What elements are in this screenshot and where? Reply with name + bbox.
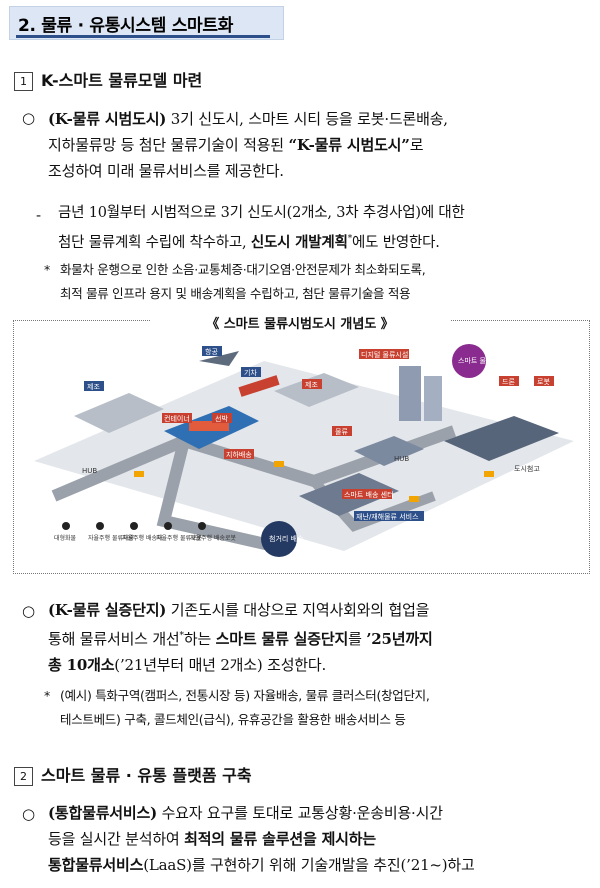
airplane-icon (199, 351, 239, 366)
note-logistics: 화물차 운행으로 인한 소음·교통체증·대기오염·안전문제가 최소화되도록, 최… (60, 258, 426, 306)
label-airport: 항공 (205, 347, 218, 356)
paragraph-k-logistics-complex: (K-물류 실증단지) 기존도시를 대상으로 지역사회와의 협업을 통해 물류서… (48, 597, 433, 678)
lead-k-complex: (K-물류 실증단지) (48, 601, 167, 619)
section2-number: 2 (14, 767, 33, 786)
truck (134, 471, 144, 477)
emph-year: ’25년까지 (366, 630, 433, 648)
section1-heading: 1 K-스마트 물류모델 마련 (14, 67, 202, 91)
section-title-box (9, 6, 284, 40)
smart-logistics-badge (452, 344, 486, 378)
label-digital-facility: 디지털 물류시설 (361, 350, 408, 359)
section-title: 2. 물류 · 유통시스템 스마트화 (18, 16, 234, 36)
text-line: 통해 물류서비스 개선 (48, 630, 180, 648)
label-city-warehouse: 도시첨고 (514, 465, 540, 473)
bullet-dash: - (36, 206, 42, 224)
text-line: 기존도시를 대상으로 지역사회와의 협업을 (166, 601, 430, 619)
freight-train (238, 375, 280, 397)
label-smart-logistics: 스마트 물류 (458, 356, 493, 365)
label-last-mile: 첨거리 배송 (269, 534, 304, 543)
legend-item: 자율주행 배송차 (122, 534, 163, 542)
smart-logistics-city-illustration: 항공 제조 기차 제조 컨테이너 선박 지하배송 디지털 물류시설 스마트 물류… (34, 344, 574, 557)
bullet-circle: ○ (22, 109, 36, 127)
label-port: 선박 (215, 414, 228, 423)
label-delivery-center: 스마트 배송 센터 (344, 490, 394, 499)
text-line: (LaaS)를 구현하기 위해 기술개발을 추진(’21~)하고 (143, 856, 475, 874)
text-line: 로 (409, 136, 424, 154)
note-star: * (44, 262, 50, 277)
text-line: 금년 10월부터 시범적으로 3기 신도시(2개소, 3차 추경사업)에 대한 (58, 205, 465, 221)
factory-building-2 (274, 373, 359, 407)
label-underground: 지하배송 (226, 450, 252, 459)
section1-heading-text: K-스마트 물류모델 마련 (41, 71, 203, 90)
label-factory2: 제조 (305, 381, 318, 389)
footnote-mark: * (179, 631, 185, 641)
note-examples: (예시) 특화구역(캠퍼스, 전통시장 등) 자율배송, 물류 클러스터(창업단… (60, 684, 430, 732)
title-underline (16, 35, 270, 38)
factory-building (74, 393, 164, 433)
emph-k-city: “K-물류 시범도시” (288, 136, 410, 154)
emph-city-plan: 신도시 개발계획 (250, 233, 348, 251)
cargo-ship (189, 421, 229, 431)
text-line: 3기 신도시, 스마트 시티 등을 로봇·드론배송, (166, 110, 448, 128)
truck (484, 471, 494, 477)
text-line: 첨단 물류계획 수립에 착수하고, (58, 234, 251, 251)
figure-frame: 항공 제조 기차 제조 컨테이너 선박 지하배송 디지털 물류시설 스마트 물류… (13, 320, 590, 574)
text-line: 를 (348, 630, 367, 648)
emph-complex: 스마트 물류 실증단지 (215, 630, 349, 648)
note-line: (예시) 특화구역(캠퍼스, 전통시장 등) 자율배송, 물류 클러스터(창업단… (60, 688, 430, 703)
note-line: 화물차 운행으로 인한 소음·교통체증·대기오염·안전문제가 최소화되도록, (60, 262, 426, 277)
text-line: 등을 실시간 분석하여 (48, 830, 185, 848)
section1-number: 1 (14, 72, 33, 91)
paragraph-pilot-plan: 금년 10월부터 시범적으로 3기 신도시(2개소, 3차 추경사업)에 대한 … (58, 200, 465, 256)
section2-heading: 2 스마트 물류 · 유통 플랫폼 구축 (14, 762, 252, 786)
emph-solution: 최적의 물류 솔루션을 제시하는 (184, 830, 376, 848)
text-line: (’21년부터 매년 2개소) 조성한다. (114, 656, 327, 674)
note-line: 최적 물류 인프라 용지 및 배송계획을 수립하고, 첨단 물류기술을 적용 (60, 286, 411, 301)
text-line: 에도 반영한다. (352, 234, 440, 251)
footnote-mark: * (347, 234, 353, 244)
text-line: 하는 (183, 630, 216, 648)
legend-item: 자율주행 물류로봇 (156, 534, 203, 542)
figure-legend: 대형화물 자율주행 물류차량 자율주행 배송차 자율주행 물류로봇 자율주행 배… (54, 522, 237, 542)
text-line: 수요자 요구를 토대로 교통상황·운송비용·시간 (157, 804, 443, 822)
label-train: 기차 (244, 368, 257, 377)
label-recycle-service: 재난/재해물류 서비스 (356, 512, 419, 521)
city-tower (399, 366, 421, 421)
label-drone: 드론 (502, 378, 515, 386)
section2-heading-text: 스마트 물류 · 유통 플랫폼 구축 (41, 766, 252, 785)
legend-item: 자율주행 배송로봇 (190, 534, 237, 542)
label-factory: 제조 (87, 383, 100, 391)
label-hub1: HUB (82, 467, 97, 475)
emph-count: 총 10개소 (48, 656, 115, 674)
text-line: 지하물류망 등 첨단 물류기술이 적용된 (48, 136, 289, 154)
paragraph-integrated-logistics: (통합물류서비스) 수요자 요구를 토대로 교통상황·운송비용·시간 등을 실시… (48, 800, 475, 878)
note-star: * (44, 688, 50, 703)
label-hub2: HUB (394, 455, 409, 463)
legend-item: 자율주행 물류차량 (88, 534, 135, 542)
city-tower (424, 376, 442, 421)
truck (274, 461, 284, 467)
solar-panels (444, 416, 559, 461)
last-mile-badge (261, 521, 297, 557)
emph-laas: 통합물류서비스 (48, 856, 144, 874)
note-line: 테스트베드) 구축, 콜드체인(급식), 유휴공간을 활용한 배송서비스 등 (60, 712, 406, 727)
truck (409, 496, 419, 502)
paragraph-k-logistics-city: (K-물류 시범도시) 3기 신도시, 스마트 시티 등을 로봇·드론배송, 지… (48, 106, 448, 184)
bullet-circle: ○ (22, 602, 36, 620)
hub-warehouse (354, 436, 424, 466)
lead-integrated: (통합물류서비스) (48, 804, 157, 822)
label-storage: 물류 (335, 428, 348, 436)
road (156, 439, 276, 552)
label-terminal: 컨테이너 (164, 414, 190, 423)
lead-k-city: (K-물류 시범도시) (48, 110, 167, 128)
legend-item: 대형화물 (54, 534, 77, 542)
label-robot: 로봇 (537, 378, 550, 386)
text-line: 조성하여 미래 물류서비스를 제공한다. (48, 162, 284, 180)
bullet-circle: ○ (22, 805, 36, 823)
figure-title: 《 스마트 물류시범도시 개념도 》 (150, 313, 450, 332)
